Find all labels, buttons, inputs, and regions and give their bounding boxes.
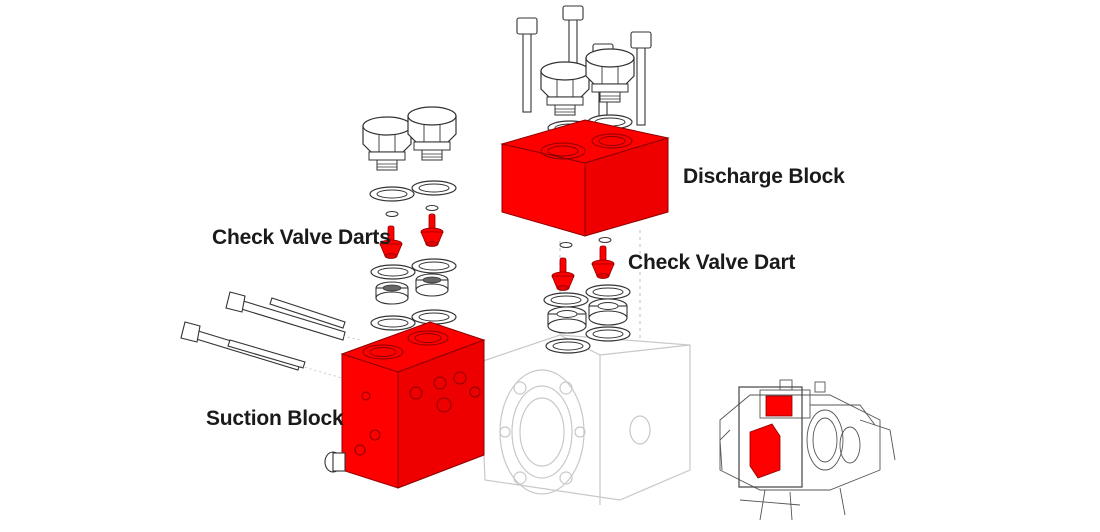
discharge-block-label: Discharge Block (683, 165, 845, 188)
check-valve-dart-label: Check Valve Dart (628, 251, 796, 274)
suction-block (340, 321, 486, 489)
suction-block-label: Suction Block (206, 407, 344, 430)
inset-highlight-frame (738, 386, 803, 488)
suction-bolts (180, 291, 346, 371)
suction-plug (324, 451, 346, 473)
suction-bolt-guides (299, 335, 361, 379)
discharge-seats-washers (543, 284, 631, 354)
discharge-block (500, 119, 670, 237)
discharge-caps (540, 48, 635, 116)
suction-caps (362, 106, 457, 171)
suction-seats-washers (370, 258, 457, 331)
suction-cap-washers (369, 180, 457, 217)
discharge-check-valve-darts (551, 245, 615, 291)
check-valve-darts-label: Check Valve Darts (212, 226, 391, 249)
pump-overview-inset (719, 379, 896, 521)
